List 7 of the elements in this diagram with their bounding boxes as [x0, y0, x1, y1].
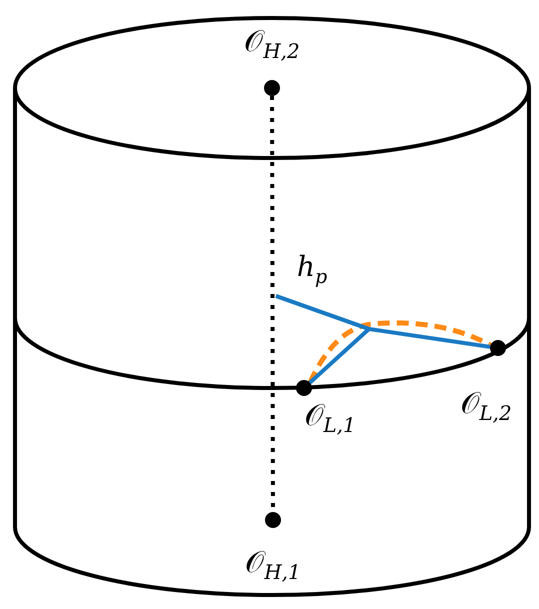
point-label: 𝒪$_{H,1}$	[245, 548, 301, 582]
point-label: 𝒪$_{H,2}$	[244, 27, 300, 61]
height-label: h$_{p}$	[296, 253, 328, 287]
point-label: 𝒪$_{L,1}$	[304, 401, 356, 435]
point-label: 𝒪$_{L,2}$	[460, 389, 512, 423]
dashed-line	[308, 320, 492, 384]
line	[275, 294, 373, 384]
